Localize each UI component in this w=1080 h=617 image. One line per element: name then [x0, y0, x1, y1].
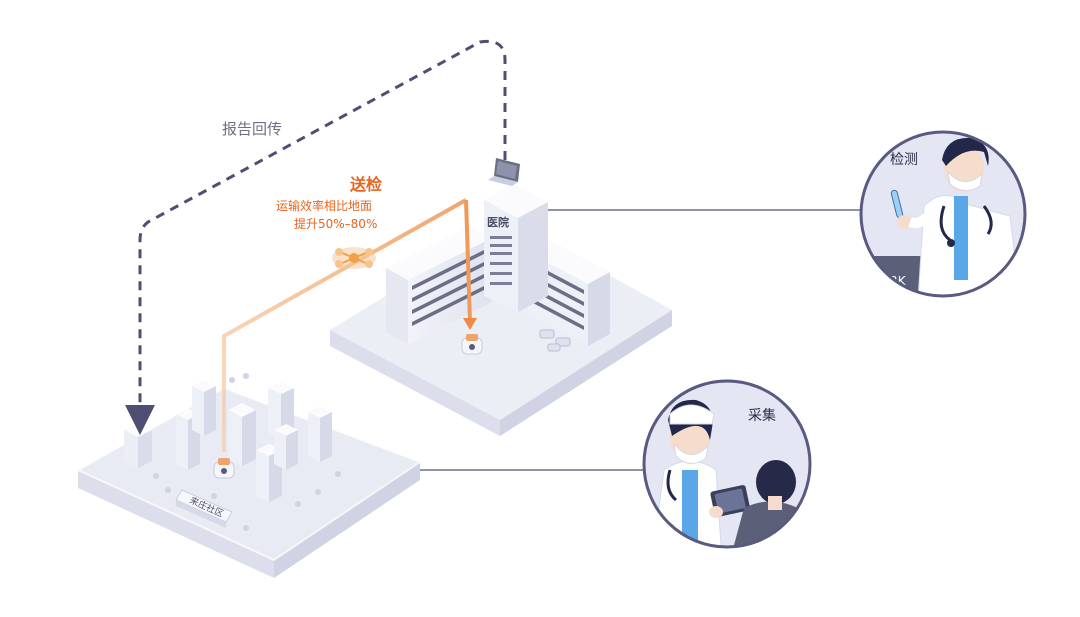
laptop-icon [488, 158, 520, 186]
detect-circle: ORK 检测 [859, 130, 1027, 298]
robot-icon [213, 458, 235, 479]
hospital-label: 医院 [487, 215, 509, 229]
hospital-robot-icon [461, 334, 483, 355]
efficiency-line1: 运输效率相比地面 [276, 198, 372, 213]
hospital-vehicles [539, 329, 571, 352]
collect-label: 采集 [748, 407, 776, 424]
report-return-label: 报告回传 [222, 120, 282, 138]
drone-icon [332, 247, 376, 269]
hospital-tower: 医院 [484, 184, 548, 312]
collect-circle: 采集 [642, 379, 812, 549]
report-return-path [125, 39, 507, 435]
send-test-label: 送检 [349, 175, 382, 194]
detect-label: 检测 [890, 152, 918, 168]
efficiency-line2: 提升50%–80% [294, 216, 377, 231]
community-platform [75, 386, 423, 578]
delivery-route [222, 198, 477, 452]
